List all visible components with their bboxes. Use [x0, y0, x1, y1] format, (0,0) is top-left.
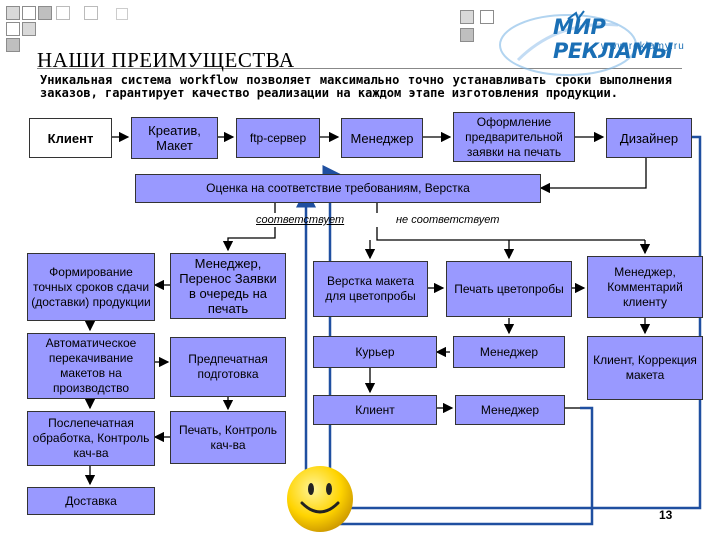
title-rule: [37, 68, 682, 69]
client-correction-label: Клиент, Коррекция макета: [593, 353, 697, 382]
deco-square: [84, 6, 98, 20]
deadlines-label: Формирование точных сроков сдачи (достав…: [31, 264, 151, 309]
client2-label: Клиент: [355, 402, 395, 417]
page-number: 13: [659, 508, 673, 522]
creative-label: Креатив, Макет: [148, 123, 201, 153]
page-title: НАШИ ПРЕИМУЩЕСТВА: [37, 48, 295, 72]
manager3-box: Менеджер: [455, 395, 565, 425]
layout-proof-box: Верстка макета для цветопробы: [313, 261, 428, 317]
client-box: Клиент: [29, 118, 112, 158]
print-qc-box: Печать, Контроль кач-ва: [170, 411, 286, 464]
manager-comment-label: Менеджер, Комментарий клиенту: [607, 264, 683, 309]
deco-square: [6, 22, 20, 36]
label-conforms: соответствует: [256, 214, 345, 226]
logo-url: www.reklamy.ru: [601, 41, 685, 52]
delivery-label: Доставка: [65, 493, 117, 508]
manager3-label: Менеджер: [480, 402, 540, 417]
page-subtitle: Уникальная система workflow позволяет ма…: [40, 73, 672, 100]
manager-label: Менеджер: [350, 130, 414, 146]
postpress-box: Послепечатная обработка, Контроль кач-ва: [27, 411, 155, 466]
postpress-label: Послепечатная обработка, Контроль кач-ва: [32, 416, 150, 460]
deco-square: [6, 6, 20, 20]
deadlines-box: Формирование точных сроков сдачи (достав…: [27, 253, 155, 321]
auto-transfer-box: Автоматическое перекачивание макетов на …: [27, 333, 155, 399]
smiley-icon: [287, 466, 353, 532]
deco-square: [460, 28, 474, 42]
prelim-label: Оформление предварительной заявки на печ…: [465, 114, 563, 159]
auto-transfer-label: Автоматическое перекачивание макетов на …: [45, 336, 137, 395]
print-qc-label: Печать, Контроль кач-ва: [178, 422, 278, 452]
courier-box: Курьер: [313, 336, 437, 368]
deco-square: [116, 8, 128, 20]
deco-square: [38, 6, 52, 20]
manager2-box: Менеджер: [453, 336, 565, 368]
deco-square: [22, 6, 36, 20]
logo-name: МИР РЕКЛАМЫ: [553, 15, 673, 63]
client-correction-box: Клиент, Коррекция макета: [587, 336, 703, 400]
ftp-server-box: ftp-сервер: [236, 118, 320, 158]
client2-box: Клиент: [313, 395, 437, 425]
designer-box: Дизайнер: [606, 118, 692, 158]
layout-proof-label: Верстка макета для цветопробы: [325, 274, 416, 303]
print-proof-box: Печать цветопробы: [446, 261, 572, 317]
deco-square: [22, 22, 36, 36]
deco-square: [460, 10, 474, 24]
delivery-box: Доставка: [27, 487, 155, 515]
deco-square: [480, 10, 494, 24]
label-not-conforms: не соответствует: [396, 214, 500, 226]
courier-label: Курьер: [355, 344, 395, 359]
creative-box: Креатив, Макет: [131, 117, 218, 159]
print-proof-label: Печать цветопробы: [454, 281, 564, 296]
designer-label: Дизайнер: [619, 130, 679, 146]
manager2-label: Менеджер: [479, 344, 539, 359]
ftp-label: ftp-сервер: [249, 130, 307, 145]
deco-square: [56, 6, 70, 20]
evaluation-box: Оценка на соответствие требованиям, Верс…: [135, 174, 541, 203]
deco-square: [6, 38, 20, 52]
prepress-box: Предпечатная подготовка: [170, 337, 286, 397]
manager-box: Менеджер: [341, 118, 423, 158]
manager-transfer-box: Менеджер, Перенос Заявки в очередь на пе…: [170, 253, 286, 319]
prepress-label: Предпечатная подготовка: [188, 352, 268, 381]
manager-comment-box: Менеджер, Комментарий клиенту: [587, 256, 703, 318]
evaluation-label: Оценка на соответствие требованиям, Верс…: [206, 181, 470, 195]
manager-transfer-label: Менеджер, Перенос Заявки в очередь на пе…: [179, 256, 277, 316]
logo-swoosh-icon: [499, 10, 637, 76]
client-label: Клиент: [47, 130, 94, 146]
prelim-request-box: Оформление предварительной заявки на печ…: [453, 112, 575, 162]
